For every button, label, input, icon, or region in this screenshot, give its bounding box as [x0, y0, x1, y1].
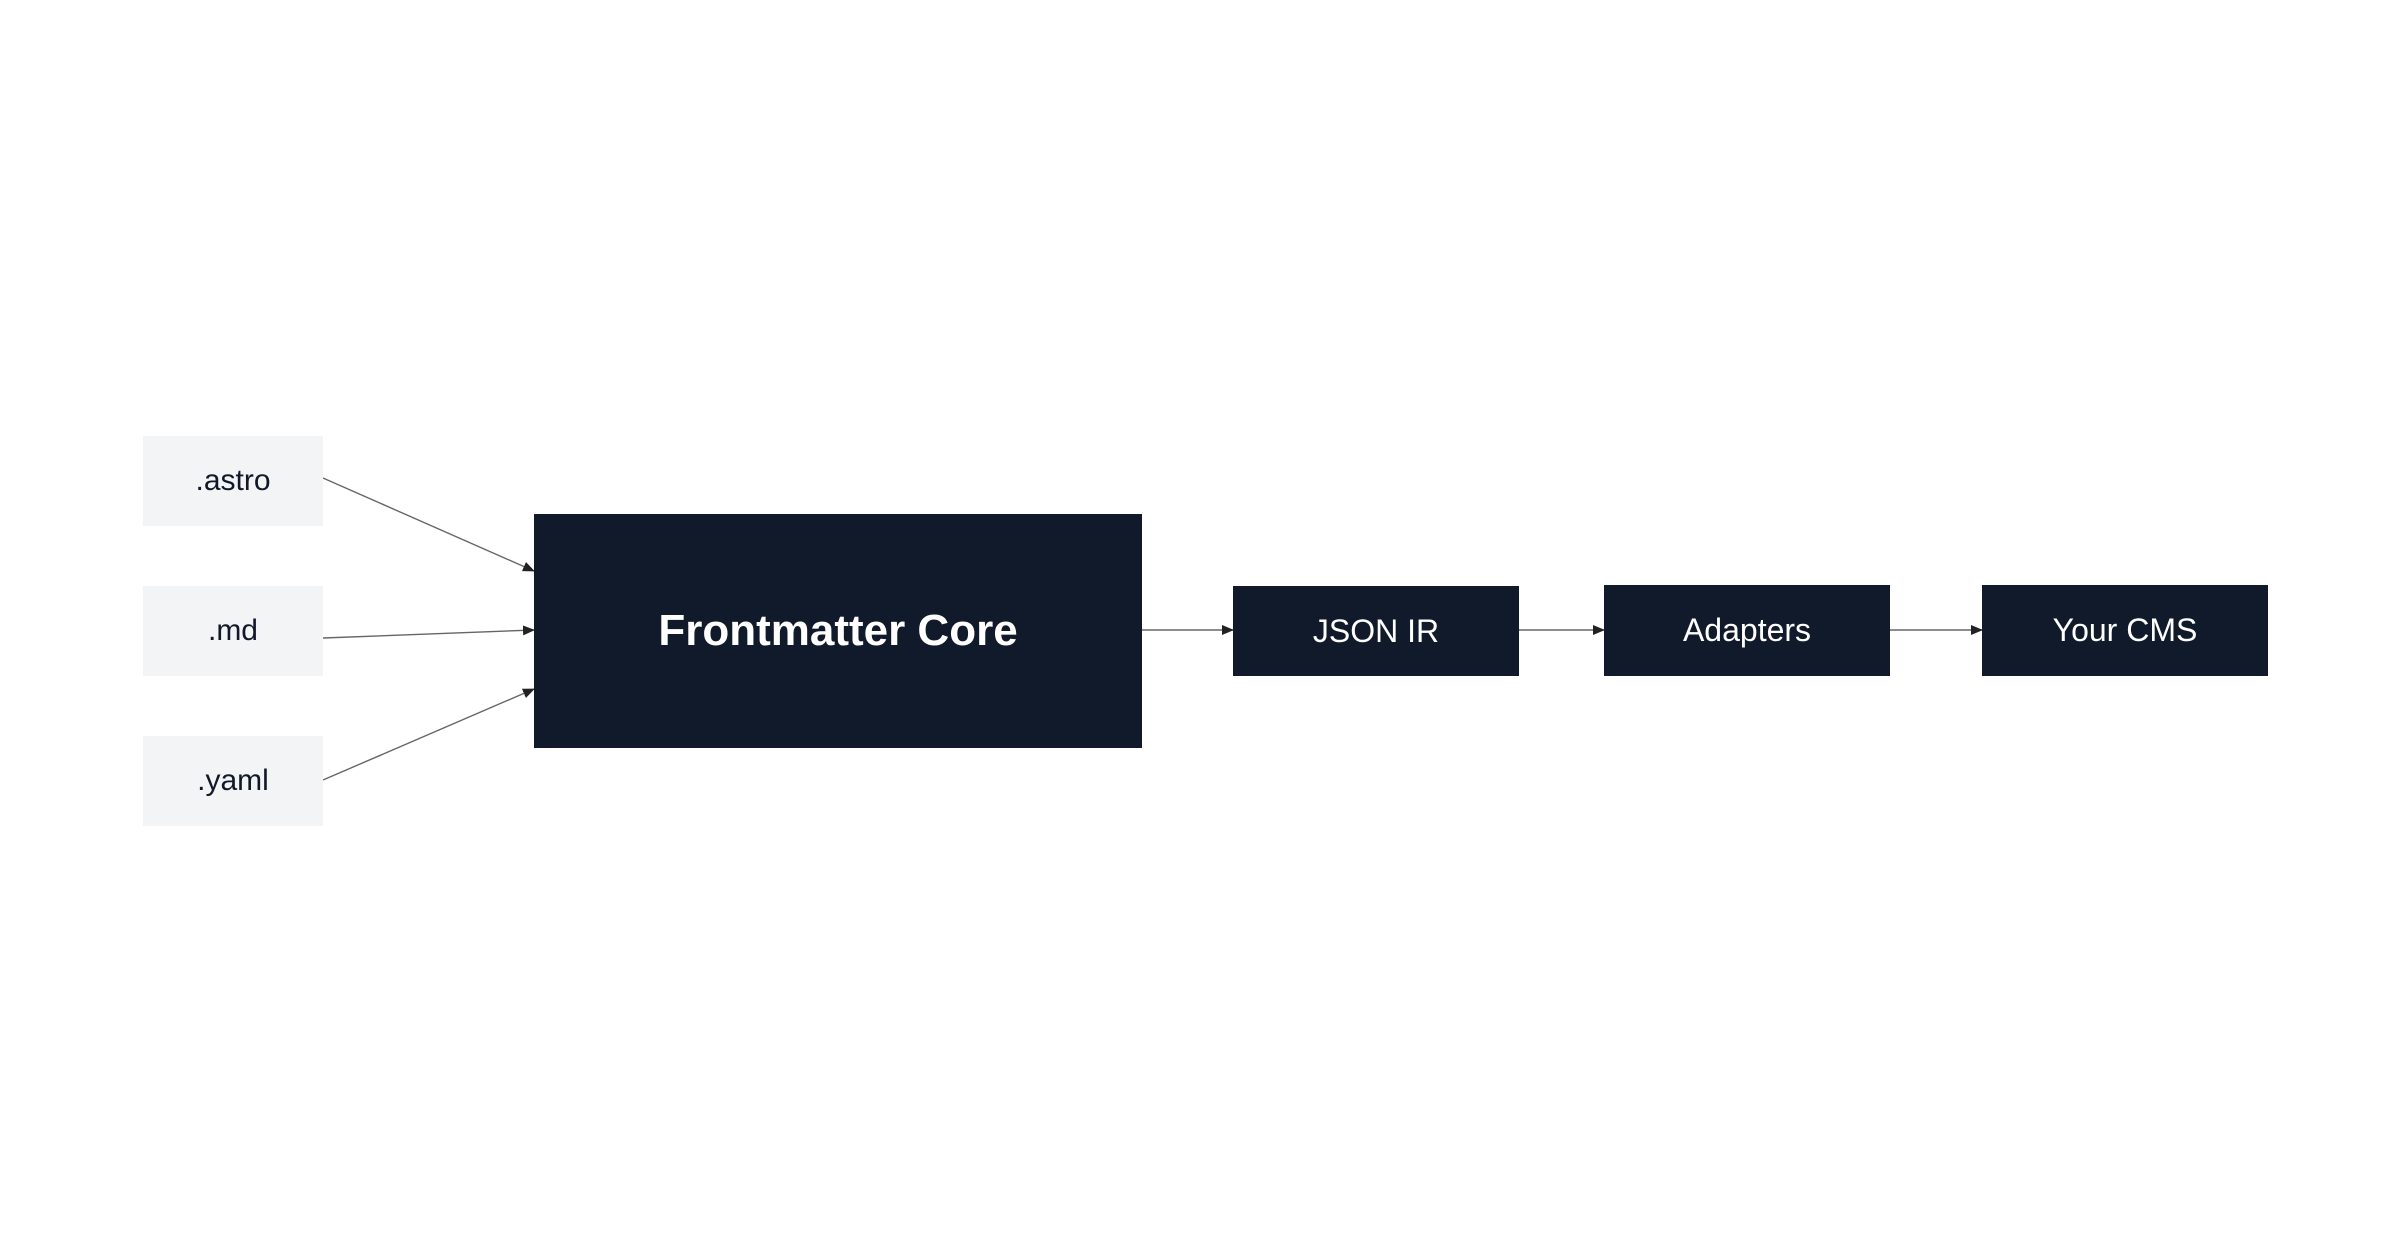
edge-md-to-core [322, 625, 535, 639]
pipeline-node-your-cms: Your CMS [1982, 585, 2268, 676]
edge-astro-to-core [322, 477, 535, 572]
source-node-astro: .astro [143, 436, 323, 526]
pipeline-node-your-cms-label: Your CMS [2052, 612, 2198, 648]
pipeline-node-adapters-label: Adapters [1682, 612, 1812, 648]
pipeline-node-json-ir-label: JSON IR [1312, 612, 1440, 649]
pipeline-node-adapters: Adapters [1604, 585, 1890, 676]
source-node-yaml-label: .yaml [197, 764, 269, 797]
source-node-md: .md [143, 586, 323, 676]
source-node-astro-label: .astro [195, 464, 271, 497]
core-node-label: Frontmatter Core [658, 606, 1018, 655]
pipeline-node-json-ir: JSON IR [1233, 586, 1519, 676]
source-node-md-label: .md [207, 614, 258, 647]
edge-yaml-to-core [322, 688, 535, 781]
core-node: Frontmatter Core [534, 514, 1142, 748]
source-node-yaml: .yaml [143, 736, 323, 826]
